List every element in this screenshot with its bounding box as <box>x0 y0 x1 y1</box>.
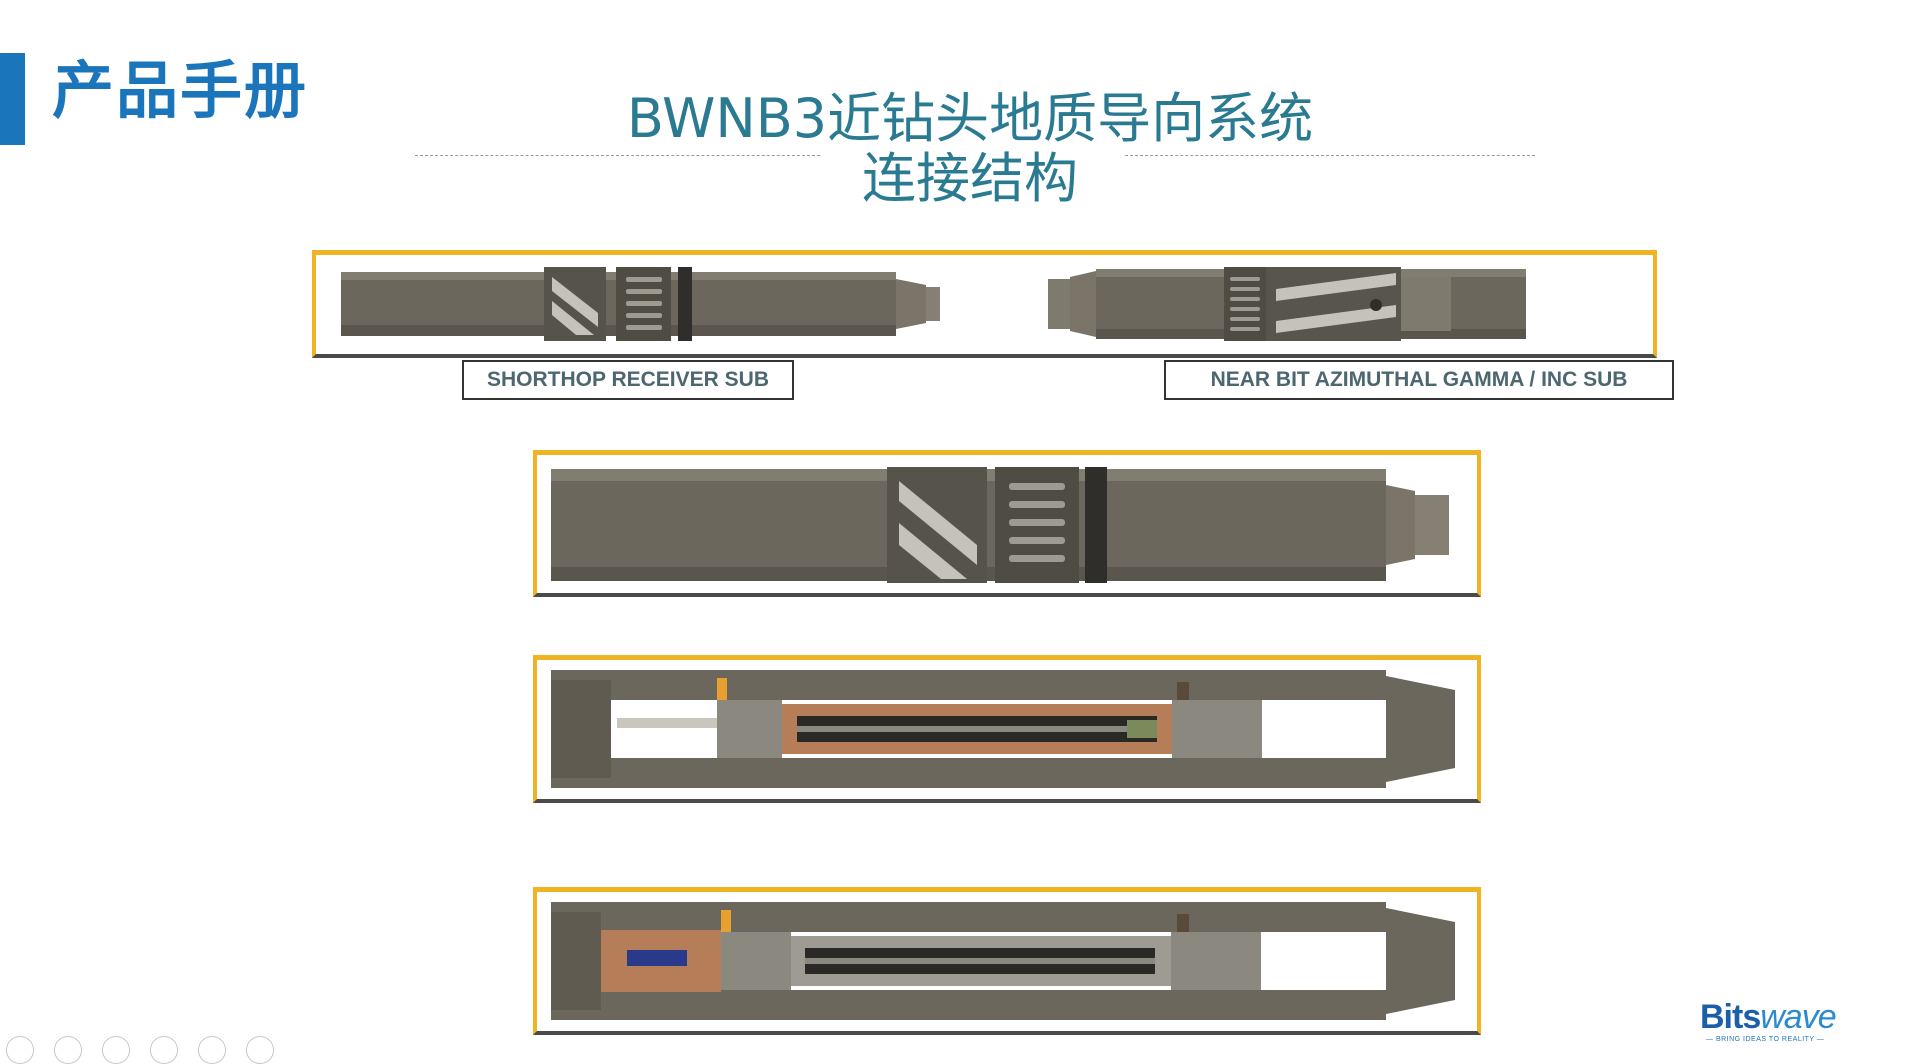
receiver-sub-label: SHORTHOP RECEIVER SUB <box>462 360 794 400</box>
slide-nav-dot[interactable] <box>198 1036 226 1064</box>
section-title: 产品手册 <box>52 54 309 127</box>
logo-wave: wave <box>1760 998 1836 1036</box>
page-subtitle: 连接结构 <box>862 147 1078 210</box>
slide-nav-dot[interactable] <box>150 1036 178 1064</box>
cross-section-detail-panel <box>533 887 1481 1035</box>
cross-section-detail-image <box>551 902 1455 1020</box>
title-divider-left <box>415 155 820 156</box>
bitswave-logo: Bitswave — BRING IDEAS TO REALITY — <box>1700 1000 1860 1045</box>
assembled-panel <box>533 450 1481 597</box>
subs-illustration <box>341 267 1526 341</box>
logo-wordmark: Bitswave <box>1700 998 1837 1036</box>
cross-section-image <box>551 670 1455 788</box>
receiver-sub-image <box>341 267 940 341</box>
slide-nav-dot[interactable] <box>54 1036 82 1064</box>
logo-tagline: — BRING IDEAS TO REALITY — <box>1706 1036 1825 1043</box>
gamma-sub-image <box>1048 267 1526 341</box>
title-divider-right <box>1125 155 1535 156</box>
gamma-sub-label: NEAR BIT AZIMUTHAL GAMMA / INC SUB <box>1164 360 1674 400</box>
cross-section-panel <box>533 655 1481 803</box>
slide-nav-dot[interactable] <box>102 1036 130 1064</box>
assembled-tool-image <box>551 467 1449 583</box>
slide-nav-dot[interactable] <box>6 1036 34 1064</box>
subs-panel <box>312 250 1657 358</box>
section-accent-bar <box>0 53 25 145</box>
page-title: BWNB3近钻头地质导向系统 <box>626 87 1314 150</box>
slide-nav-dot[interactable] <box>246 1036 274 1064</box>
logo-bits: Bits <box>1700 998 1761 1036</box>
